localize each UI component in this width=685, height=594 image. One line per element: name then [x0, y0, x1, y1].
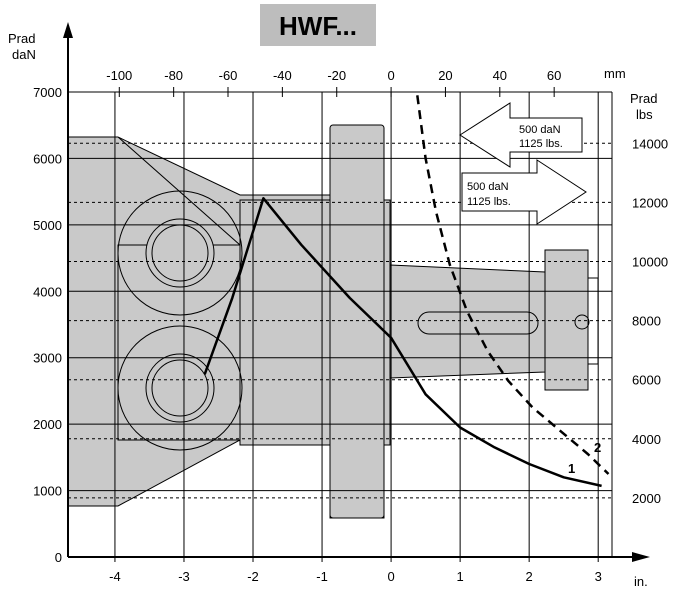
port-upper: [145, 218, 215, 288]
left-tick-label: 0: [55, 550, 62, 565]
shaft-center-mark: [574, 314, 590, 330]
load-arrow-right: [461, 159, 587, 225]
port-lower: [145, 353, 215, 423]
load-arrow-left: [459, 102, 583, 168]
right-axis-label-1: Prad: [630, 91, 657, 106]
left-tick-label: 5000: [33, 218, 62, 233]
top-tick-label: 60: [547, 68, 561, 83]
bottom-tick-label: 2: [526, 569, 533, 584]
shaft-nut: [544, 249, 589, 391]
top-tick-label: -80: [164, 68, 183, 83]
left-tick-label: 7000: [33, 85, 62, 100]
right-tick-label: 10000: [632, 254, 668, 269]
left-tick-label: 2000: [33, 417, 62, 432]
top-tick-label: -100: [106, 68, 132, 83]
title-box: [260, 4, 376, 46]
bottom-tick-label: -1: [316, 569, 328, 584]
bottom-tick-label: -2: [247, 569, 259, 584]
top-tick-label: -20: [327, 68, 346, 83]
port-ring-upper: [117, 190, 243, 316]
load-arrow-left-label-2: 1125 lbs.: [519, 138, 563, 150]
left-axis-label-2: daN: [12, 47, 36, 62]
y-axis-arrow: [63, 22, 73, 38]
load-arrow-right-label-2: 1125 lbs.: [467, 196, 511, 208]
bottom-tick-label: 3: [595, 569, 602, 584]
bottom-tick-label: 0: [387, 569, 394, 584]
x-axis-arrow: [632, 552, 650, 562]
series-label-1: 1: [568, 461, 575, 476]
top-tick-label: -60: [219, 68, 238, 83]
motor-drawing: [67, 124, 599, 519]
series-line-1: [203, 197, 602, 488]
top-tick-label: 40: [493, 68, 507, 83]
port-lower-inner: [151, 359, 209, 417]
port-ring-lower: [117, 325, 243, 451]
right-tick-label: 8000: [632, 314, 661, 329]
right-tick-label: 2000: [632, 491, 661, 506]
series-label-2: 2: [594, 440, 601, 455]
load-arrow-left-label-1: 500 daN: [519, 124, 561, 136]
bottom-tick-label: 1: [457, 569, 464, 584]
right-tick-label: 4000: [632, 432, 661, 447]
top-tick-label: 0: [387, 68, 394, 83]
left-tick-label: 1000: [33, 484, 62, 499]
right-tick-label: 6000: [632, 373, 661, 388]
left-tick-label: 6000: [33, 151, 62, 166]
top-axis-unit: mm: [604, 66, 626, 81]
top-tick-label: 20: [438, 68, 452, 83]
right-tick-label: 12000: [632, 195, 668, 210]
bottom-tick-label: -3: [178, 569, 190, 584]
mounting-flange: [329, 124, 385, 519]
left-axis-label-1: Prad: [8, 31, 35, 46]
right-axis-label-2: lbs: [636, 107, 653, 122]
right-tick-label: 14000: [632, 136, 668, 151]
shaft: [389, 264, 546, 379]
bottom-axis-unit: in.: [634, 574, 648, 589]
chart-title: HWF...: [279, 11, 357, 41]
left-tick-label: 3000: [33, 351, 62, 366]
bottom-tick-label: -4: [109, 569, 121, 584]
left-tick-label: 4000: [33, 284, 62, 299]
top-tick-label: -40: [273, 68, 292, 83]
load-arrow-right-label-1: 500 daN: [467, 181, 509, 193]
